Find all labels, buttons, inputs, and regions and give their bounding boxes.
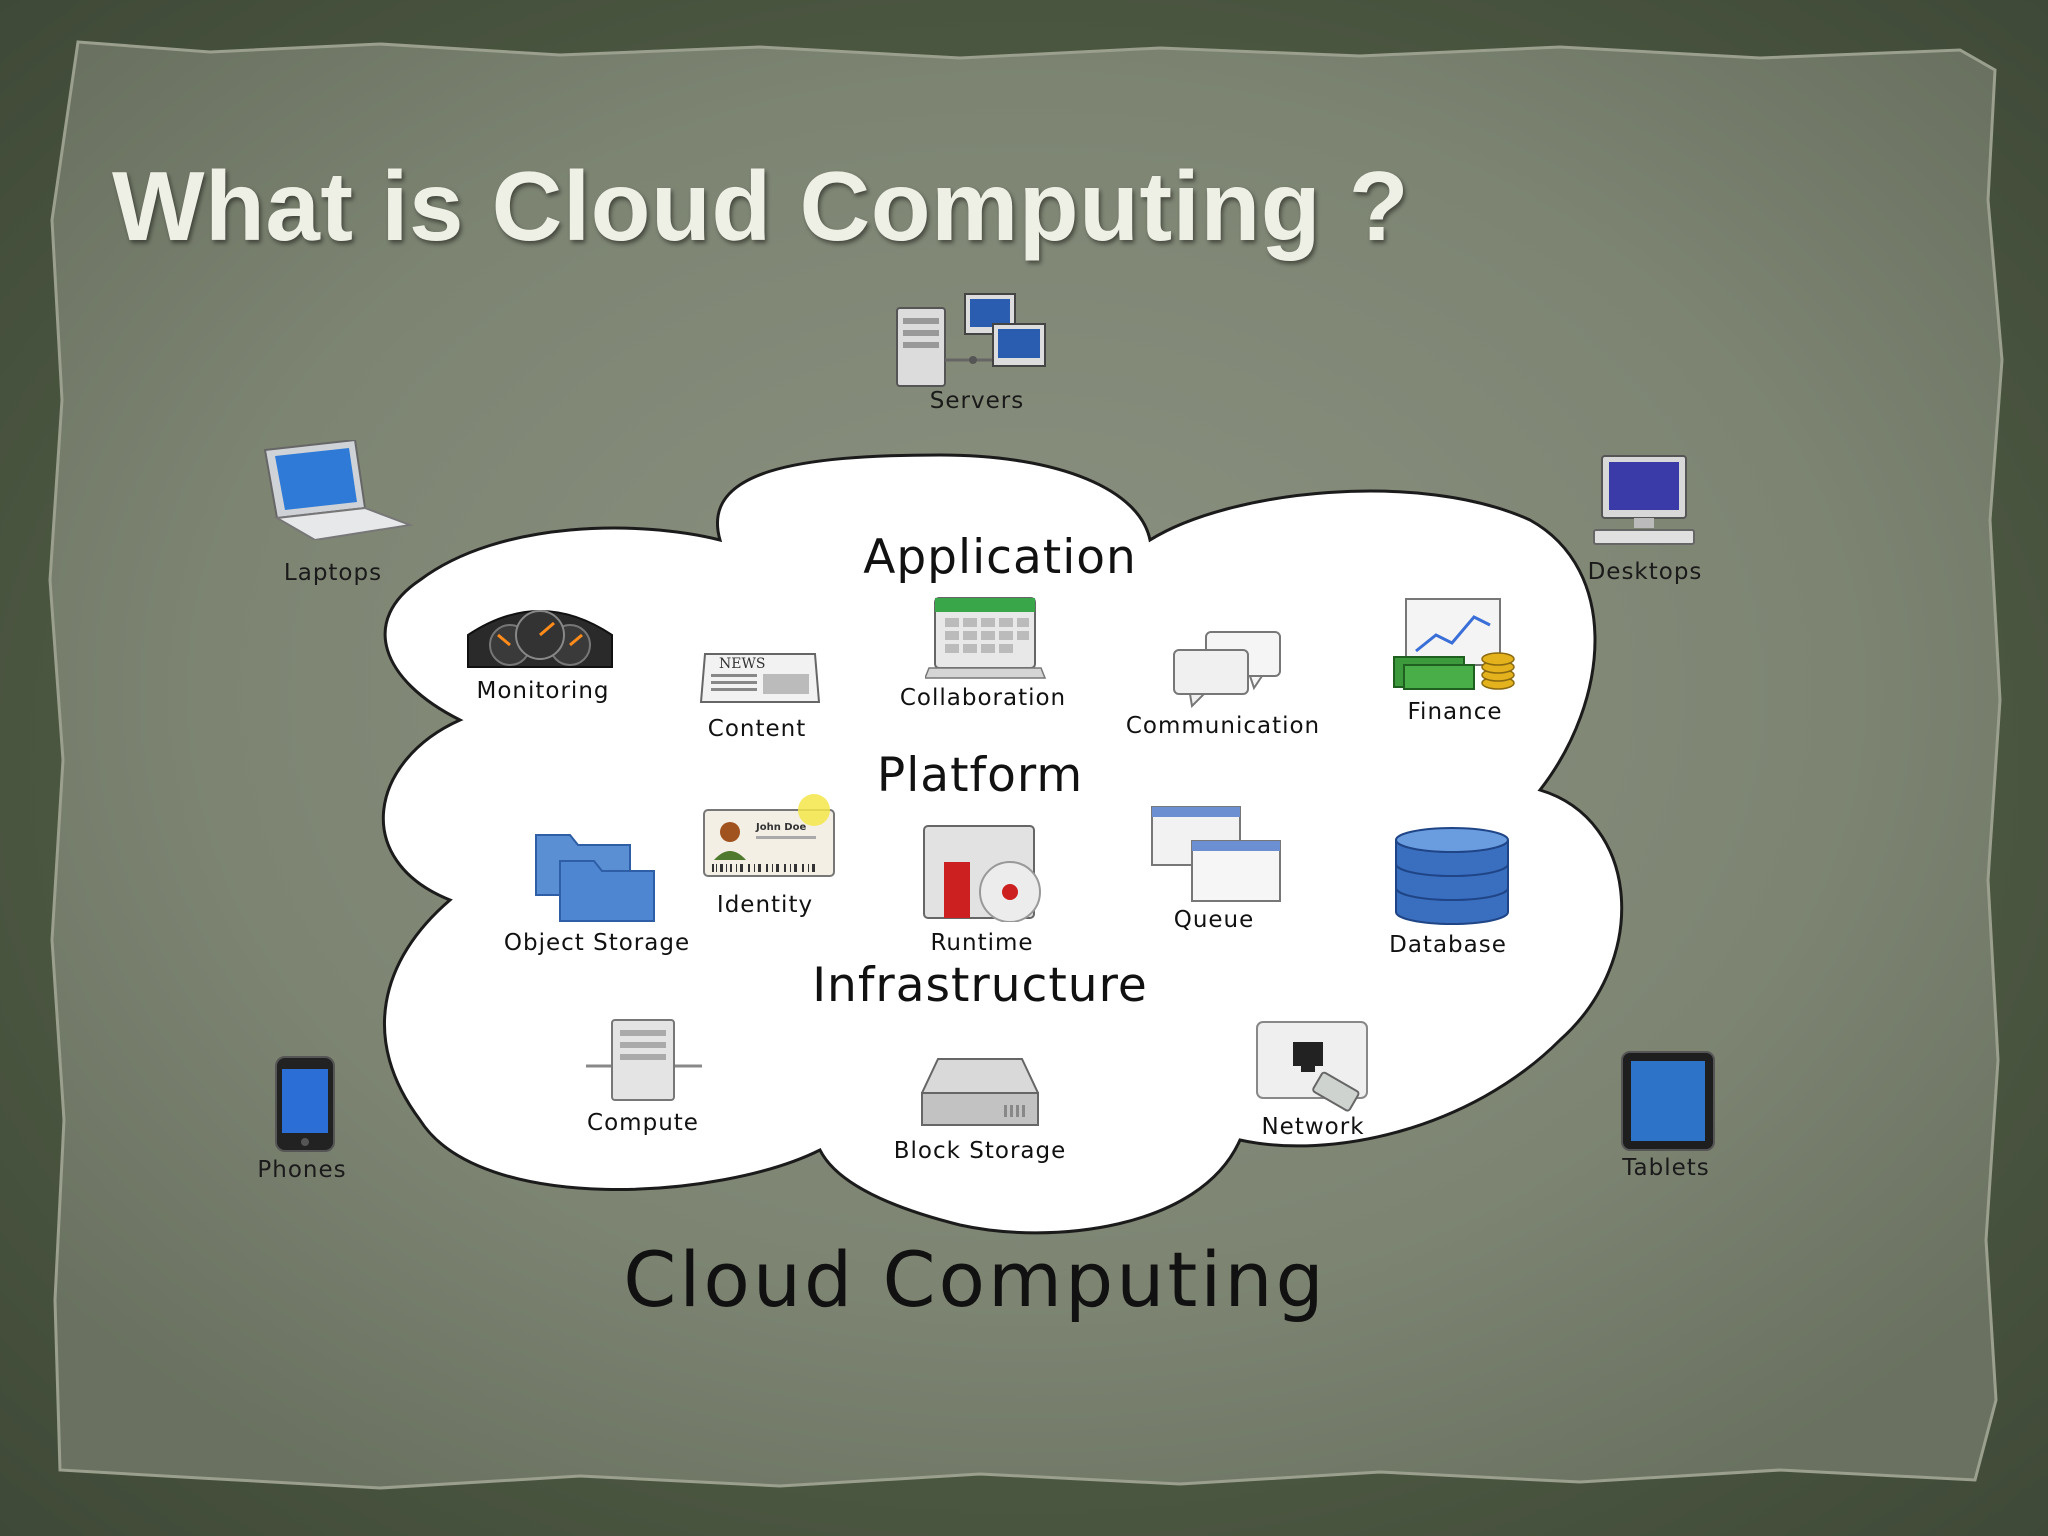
finance-chart-money-icon (1393, 598, 1515, 690)
communication-chat-icon (1173, 631, 1281, 708)
label-finance: Finance (1407, 699, 1503, 725)
diagram-caption: Cloud Computing (623, 1235, 1327, 1324)
label-identity: Identity (716, 892, 814, 918)
network-port-icon (1256, 1021, 1368, 1112)
laptop-icon (263, 440, 414, 540)
label-compute: Compute (587, 1110, 699, 1136)
database-icon (1395, 827, 1509, 925)
label-block-storage: Block Storage (893, 1138, 1067, 1164)
runtime-package-cd-icon (923, 825, 1041, 922)
block-storage-drive-icon (921, 1058, 1039, 1126)
label-communication: Communication (1125, 713, 1321, 739)
label-runtime: Runtime (930, 930, 1034, 956)
label-collaboration: Collaboration (899, 685, 1067, 711)
label-servers: Servers (929, 388, 1025, 414)
news-icon-text: NEWS (719, 656, 765, 672)
slide-title: What is Cloud Computing ? (112, 151, 1410, 261)
section-infrastructure: Infrastructure (812, 958, 1148, 1013)
label-tablets: Tablets (1622, 1155, 1710, 1181)
compute-server-icon (586, 1019, 702, 1101)
section-platform: Platform (876, 748, 1084, 803)
label-network: Network (1261, 1114, 1365, 1140)
section-application: Application (863, 530, 1137, 585)
identity-card-name: John Doe (755, 822, 806, 833)
phone-icon (275, 1056, 335, 1152)
queue-windows-icon (1151, 806, 1281, 902)
content-news-icon: NEWS (699, 653, 821, 703)
object-storage-folder-icon (535, 834, 655, 922)
label-phones: Phones (257, 1157, 347, 1183)
label-laptops: Laptops (283, 560, 383, 586)
label-monitoring: Monitoring (476, 678, 610, 704)
label-object-storage: Object Storage (503, 930, 691, 956)
label-database: Database (1389, 932, 1507, 958)
servers-icon (896, 293, 1046, 387)
monitoring-icon (467, 610, 613, 668)
desktop-icon (1593, 455, 1695, 545)
collaboration-calendar-icon (925, 597, 1047, 679)
tablet-icon (1621, 1051, 1715, 1151)
identity-card-icon: John Doe (703, 794, 835, 877)
label-queue: Queue (1173, 907, 1255, 933)
label-content: Content (707, 716, 807, 742)
label-desktops: Desktops (1587, 559, 1703, 585)
